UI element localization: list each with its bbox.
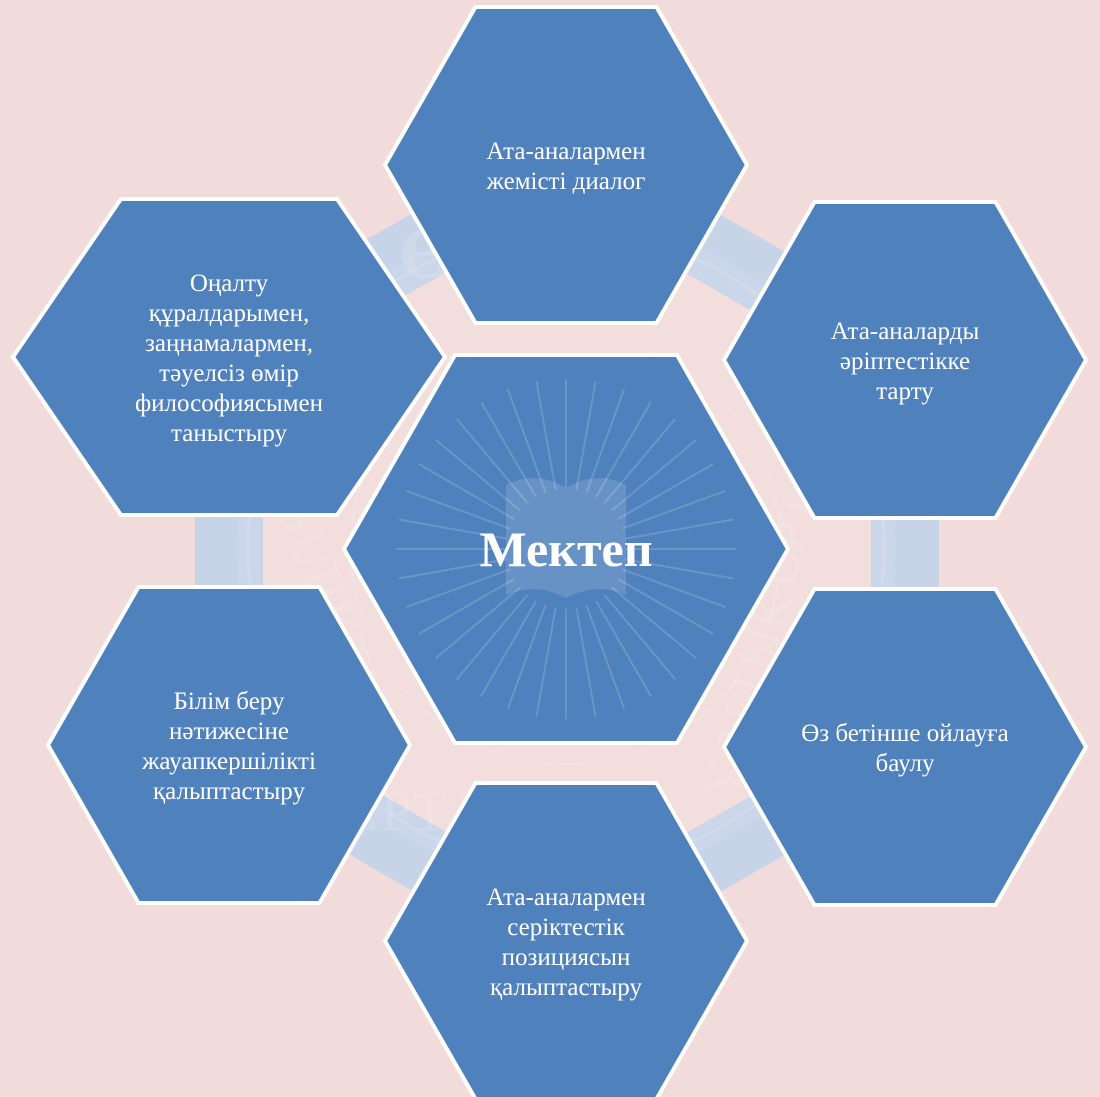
sunburst-ray	[617, 463, 714, 520]
sunburst-ray	[418, 463, 515, 520]
hexagon-label-line: әріптестікке	[840, 348, 970, 375]
hexagon-node-upper-left: Оңалту құралдарымен, заңнамалармен, тәуелсі…	[10, 197, 448, 517]
hexagon-label-line: тәуелсіз өмір	[159, 360, 299, 387]
sunburst-ray	[611, 586, 697, 660]
hexagon-label: Өз бетінше ойлауға баулу	[801, 720, 1009, 777]
hexagon-shape	[382, 5, 750, 325]
sunburst-ray	[603, 594, 677, 680]
sunburst-ray	[455, 418, 529, 504]
hexagon-label-line: қалыптастыру	[153, 778, 305, 805]
hexagon-label-line: серіктестік	[507, 914, 625, 941]
hexagon-label-line: Білім беру	[174, 688, 285, 715]
sunburst-ray	[480, 401, 537, 498]
hexagon-label-line: құралдарымен,	[149, 300, 310, 327]
hexagon-node-bottom: Ата-аналармен серіктестік позициясын қалыпт…	[382, 781, 750, 1097]
hexagon-node-top: Ата-аналармен жемісті диалог	[382, 5, 750, 325]
sunburst-ray	[506, 605, 547, 710]
sunburst-ray	[480, 600, 537, 697]
sunburst-ray	[405, 489, 510, 530]
sunburst-ray	[585, 388, 626, 493]
sunburst-ray	[585, 605, 626, 710]
hexagon-label: Ата-аналармен жемісті диалог	[486, 138, 646, 195]
hexagon-shape	[721, 587, 1089, 907]
center-label: Мектеп	[479, 521, 652, 577]
hexagon-label-line: жемісті диалог	[486, 168, 646, 195]
sunburst-ray	[624, 518, 734, 540]
hexagon-node-lower-left: Білім беру нәтижесіне жауапкершілікті қалып…	[45, 585, 413, 905]
sunburst-ray	[624, 558, 734, 580]
sunburst-ray	[535, 607, 557, 717]
hexagon-label: Білім беру нәтижесіне жауапкершілікті қалып…	[141, 688, 316, 805]
hexagon-label-line: Ата-аналармен	[486, 884, 645, 911]
hexagon-label-line: позициясын	[502, 944, 631, 971]
hexagon-label-line: философиясымен	[135, 390, 323, 417]
center-hexagon: Мектеп	[341, 353, 791, 745]
hexagon-label-line: Ата-аналарды	[831, 318, 980, 345]
sunburst-ray	[611, 438, 697, 512]
sunburst-ray	[455, 594, 529, 680]
sunburst-ray	[398, 558, 508, 580]
hexagon-label-line: Ата-аналармен	[486, 138, 645, 165]
hexagon-label-line: Оңалту	[190, 270, 269, 297]
sunburst-ray	[575, 607, 597, 717]
sunburst-ray	[535, 381, 557, 491]
hexagon-label-line: тарту	[876, 378, 934, 405]
center-sunburst	[396, 379, 736, 719]
hexagon-shape	[721, 200, 1089, 520]
hexagon-label: Оңалту құралдарымен, заңнамалармен, тәуелсі…	[135, 270, 323, 447]
sunburst-ray	[617, 578, 714, 635]
sunburst-ray	[506, 388, 547, 493]
sunburst-ray	[603, 418, 677, 504]
hexagon-label-line: таныстыру	[171, 420, 287, 447]
hexagon-shape	[382, 781, 750, 1097]
sunburst-ray	[405, 568, 510, 609]
sunburst-ray	[622, 568, 727, 609]
sunburst-ray	[595, 600, 652, 697]
sunburst-ray	[418, 578, 515, 635]
hexagon-label: Ата-аналармен серіктестік позициясын қалыпт…	[486, 884, 645, 1001]
hexagon-label-line: жауапкершілікті	[141, 748, 316, 775]
hexagon-label-line: нәтижесіне	[169, 718, 289, 745]
hexagon-label-line: қалыптастыру	[490, 974, 642, 1001]
sunburst-ray	[435, 586, 521, 660]
sunburst-ray	[595, 401, 652, 498]
hexagon-label-line: заңнамалармен,	[145, 330, 313, 357]
sunburst-ray	[622, 489, 727, 530]
hexagon-label-line: Өз бетінше ойлауға	[801, 720, 1009, 747]
hexagon-label-line: баулу	[876, 750, 935, 777]
sunburst-ray	[435, 438, 521, 512]
hexagon-shape	[45, 585, 413, 905]
sunburst-ray	[575, 381, 597, 491]
hexagon-label: Ата-аналарды әріптестікке тарту	[831, 318, 980, 405]
sunburst-ray	[398, 518, 508, 540]
book-icon	[506, 478, 626, 598]
center-hexagon-shape	[341, 353, 791, 745]
hexagon-node-upper-right: Ата-аналарды әріптестікке тарту	[721, 200, 1089, 520]
hexagon-node-lower-right: Өз бетінше ойлауға баулу	[721, 587, 1089, 907]
hexagon-shape	[10, 197, 448, 517]
